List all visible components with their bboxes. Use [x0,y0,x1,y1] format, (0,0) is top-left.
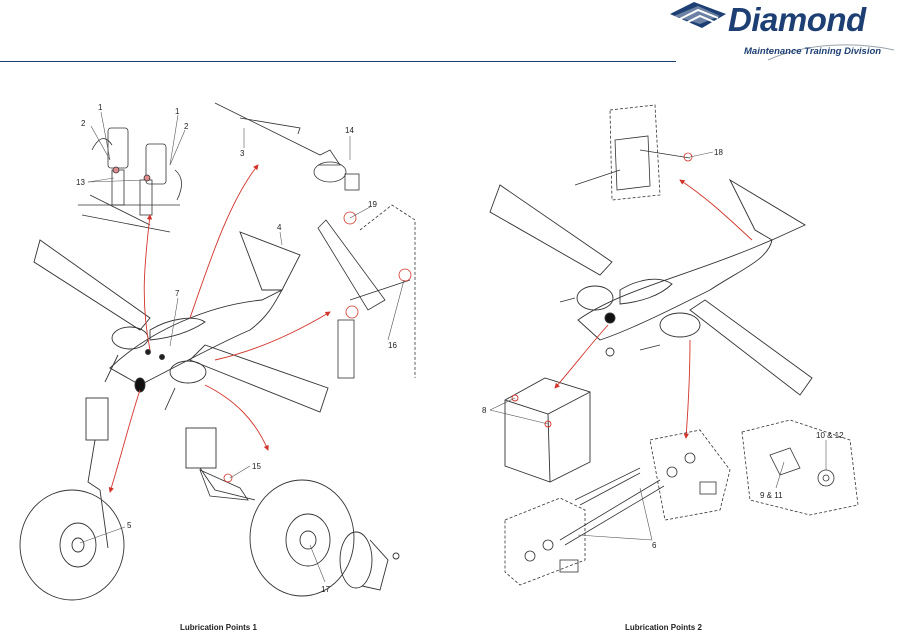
header-divider [0,61,676,62]
gear-pivot [199,469,249,501]
callout-label: 7 [175,289,180,298]
callout-label: 10 & 12 [816,431,844,440]
swoosh-icon [767,44,895,61]
lubrication-arrows-right [554,179,753,439]
rudder-pedal-assembly [78,127,182,233]
callout-labels: 1 2 1 2 13 3 14 4 19 7 16 15 5 17 18 8 1… [76,103,844,594]
nose-gear [19,397,125,601]
diamond-logo [670,2,895,61]
aircraft-right [489,178,813,396]
callout-leaders-right [489,151,827,541]
lubrication-arrows-left [108,164,331,493]
callout-label: 15 [252,462,261,471]
caption-lubrication-points-2: Lubrication Points 2 [625,623,702,632]
aircraft-left [33,231,329,413]
control-rod [214,102,360,191]
main-gear-wheel [185,427,400,597]
callout-label: 4 [277,223,282,232]
callout-label: 1 [98,103,103,112]
callout-label: 17 [321,585,330,594]
callout-label: 3 [240,149,245,158]
caption-lubrication-points-1: Lubrication Points 1 [180,623,257,632]
callout-label: 16 [388,341,397,350]
callout-leaders-left [79,111,405,583]
callout-label: 5 [127,521,132,530]
callout-label: 6 [652,541,657,550]
callout-label: 8 [482,406,487,415]
elevator-mechanism [574,104,693,201]
callout-label: 1 [175,107,180,116]
callout-label: 13 [76,178,85,187]
division-name: Maintenance Training Division [744,46,882,57]
callout-label: 19 [368,200,377,209]
diamond-mark-icon [670,2,726,28]
gear-strut-assembly [317,204,416,379]
brand-name: Diamond [728,1,866,38]
pin-assembly [504,429,731,586]
callout-label: 9 & 11 [760,491,783,500]
callout-label: 2 [184,122,189,131]
callout-label: 18 [714,148,723,157]
battery [504,377,591,483]
callout-label: 14 [345,126,354,135]
callout-label: 2 [81,119,86,128]
